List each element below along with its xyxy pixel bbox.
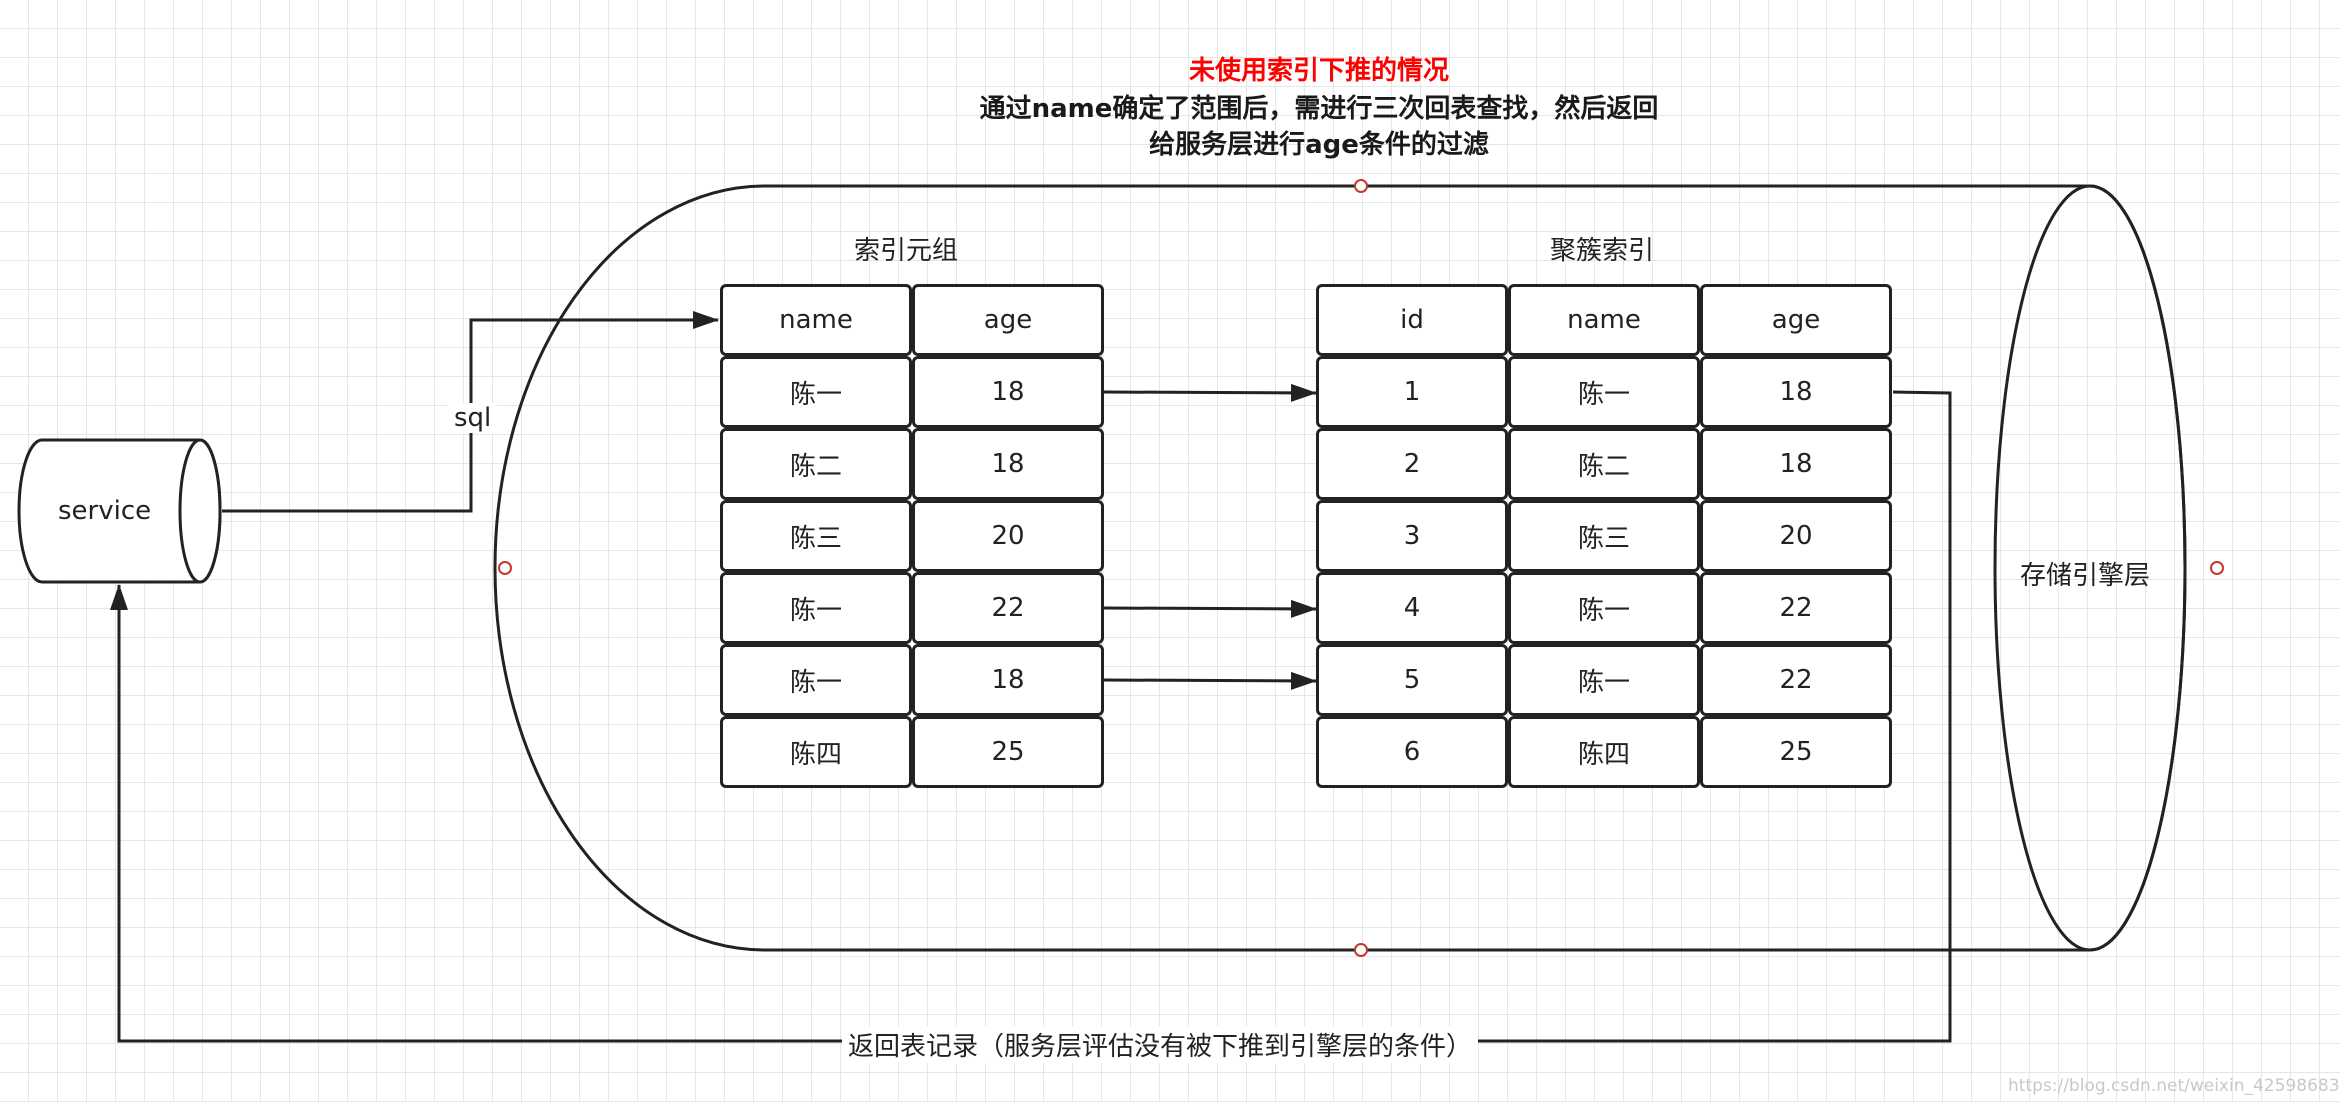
cluster-cell-r4-age[interactable]: 22 bbox=[1700, 572, 1892, 644]
watermark: https://blog.csdn.net/weixin_42598683 bbox=[2008, 1076, 2340, 1096]
cluster-cell-r5-id[interactable]: 5 bbox=[1316, 644, 1508, 716]
index-cell-r5-age[interactable]: 18 bbox=[912, 644, 1104, 716]
index-table-caption: 索引元组 bbox=[854, 236, 959, 266]
cluster-header-age[interactable]: age bbox=[1700, 284, 1892, 356]
cluster-cell-r1-name[interactable]: 陈一 bbox=[1508, 356, 1700, 428]
index-cell-r2-age[interactable]: 18 bbox=[912, 428, 1104, 500]
arrow-row4 bbox=[1103, 599, 1317, 618]
diagram-title: 未使用索引下推的情况 bbox=[1188, 56, 1449, 86]
index-cell-r3-age[interactable]: 20 bbox=[912, 500, 1104, 572]
return-connector bbox=[110, 390, 1952, 1043]
diagram-description-line1: 通过name确定了范围后，需进行三次回表查找，然后返回 bbox=[979, 94, 1659, 124]
arrow-row5 bbox=[1103, 671, 1317, 690]
handle-bottom[interactable] bbox=[1354, 943, 1368, 957]
index-cell-r1-age[interactable]: 18 bbox=[912, 356, 1104, 428]
index-cell-r6-age[interactable]: 25 bbox=[912, 716, 1104, 788]
cluster-header-name[interactable]: name bbox=[1508, 284, 1700, 356]
index-cell-r4-name[interactable]: 陈一 bbox=[720, 572, 912, 644]
service-label: service bbox=[58, 496, 152, 526]
index-cell-r6-name[interactable]: 陈四 bbox=[720, 716, 912, 788]
cluster-cell-r2-age[interactable]: 18 bbox=[1700, 428, 1892, 500]
storage-engine-cylinder-cap bbox=[1993, 184, 2187, 952]
cluster-cell-r1-age[interactable]: 18 bbox=[1700, 356, 1892, 428]
service-cylinder-cap bbox=[178, 438, 222, 584]
cluster-table-caption: 聚簇索引 bbox=[1550, 236, 1655, 266]
handle-left[interactable] bbox=[498, 561, 512, 575]
cluster-cell-r2-id[interactable]: 2 bbox=[1316, 428, 1508, 500]
diagram-description-line2: 给服务层进行age条件的过滤 bbox=[1149, 130, 1489, 160]
handle-right[interactable] bbox=[2210, 561, 2224, 575]
cluster-cell-r6-id[interactable]: 6 bbox=[1316, 716, 1508, 788]
index-cell-r3-name[interactable]: 陈三 bbox=[720, 500, 912, 572]
cluster-cell-r5-age[interactable]: 22 bbox=[1700, 644, 1892, 716]
cluster-cell-r5-name[interactable]: 陈一 bbox=[1508, 644, 1700, 716]
index-header-age[interactable]: age bbox=[912, 284, 1104, 356]
handle-top[interactable] bbox=[1354, 179, 1368, 193]
index-cell-r5-name[interactable]: 陈一 bbox=[720, 644, 912, 716]
cluster-cell-r1-id[interactable]: 1 bbox=[1316, 356, 1508, 428]
cluster-cell-r3-id[interactable]: 3 bbox=[1316, 500, 1508, 572]
sql-label: sql bbox=[448, 403, 498, 433]
cluster-cell-r2-name[interactable]: 陈二 bbox=[1508, 428, 1700, 500]
diagram-canvas bbox=[17, 179, 2224, 1043]
return-label: 返回表记录（服务层评估没有被下推到引擎层的条件） bbox=[842, 1026, 1479, 1063]
cluster-cell-r6-name[interactable]: 陈四 bbox=[1508, 716, 1700, 788]
cluster-cell-r6-age[interactable]: 25 bbox=[1700, 716, 1892, 788]
index-cell-r2-name[interactable]: 陈二 bbox=[720, 428, 912, 500]
index-header-name[interactable]: name bbox=[720, 284, 912, 356]
cluster-header-id[interactable]: id bbox=[1316, 284, 1508, 356]
cluster-cell-r4-name[interactable]: 陈一 bbox=[1508, 572, 1700, 644]
cluster-cell-r4-id[interactable]: 4 bbox=[1316, 572, 1508, 644]
cluster-cell-r3-age[interactable]: 20 bbox=[1700, 500, 1892, 572]
index-cell-r4-age[interactable]: 22 bbox=[912, 572, 1104, 644]
storage-engine-label: 存储引擎层 bbox=[2020, 561, 2151, 591]
index-cell-r1-name[interactable]: 陈一 bbox=[720, 356, 912, 428]
cluster-cell-r3-name[interactable]: 陈三 bbox=[1508, 500, 1700, 572]
arrow-row1 bbox=[1103, 383, 1317, 402]
